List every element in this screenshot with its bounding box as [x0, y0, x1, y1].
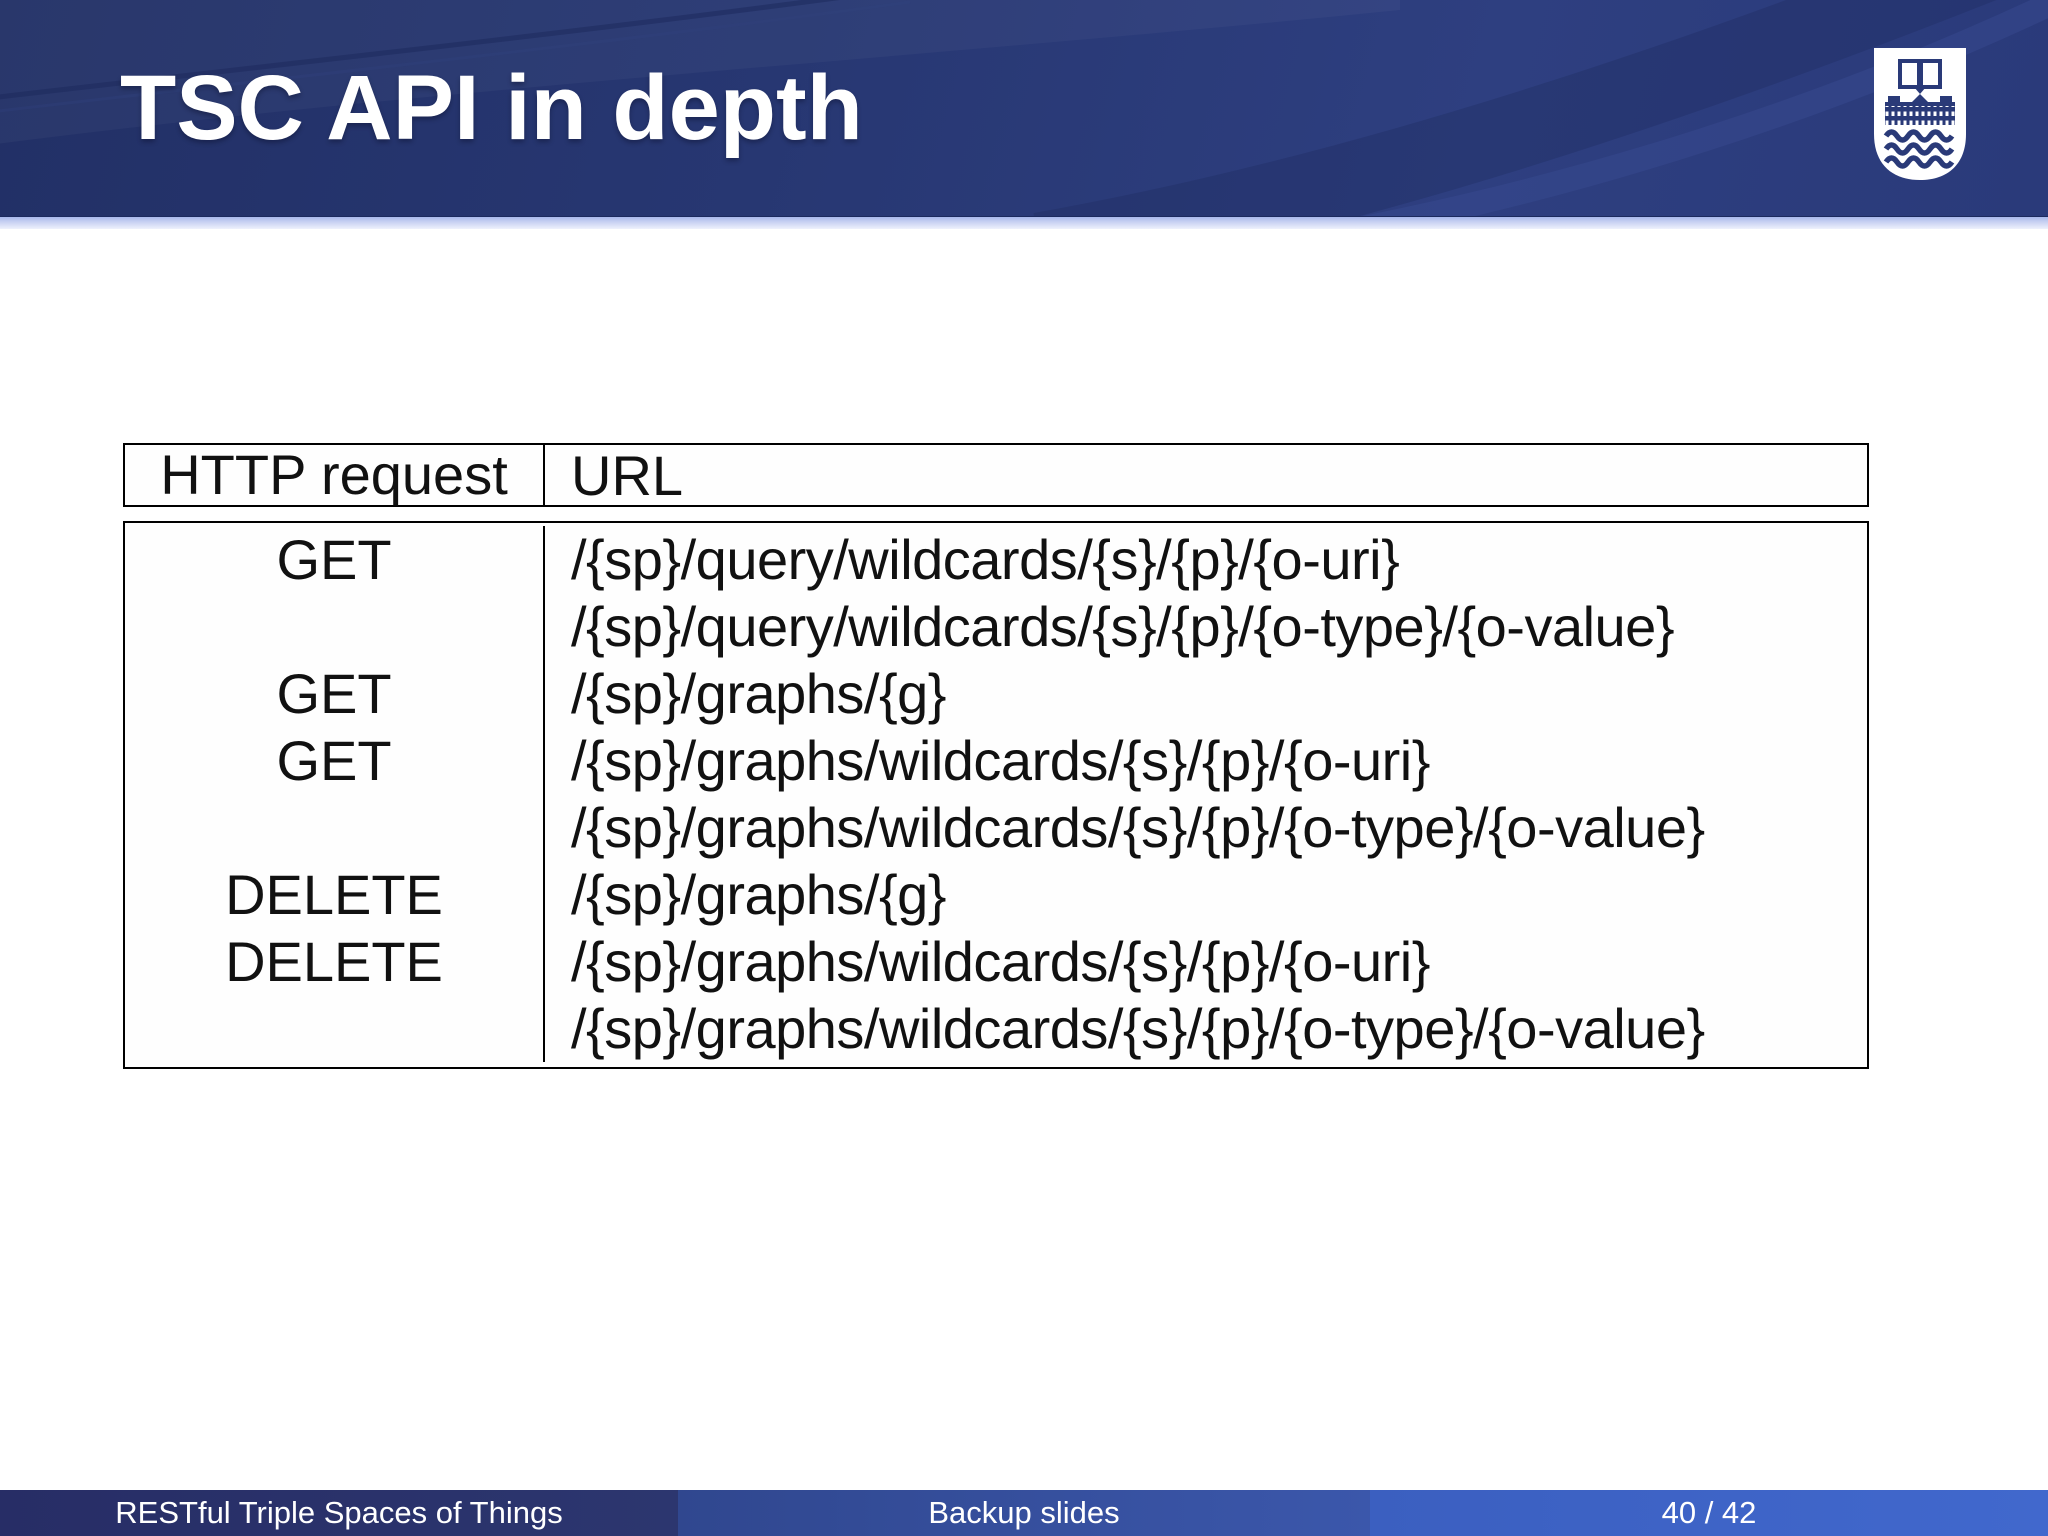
header-divider-strip	[0, 216, 2048, 229]
footer-section-name: Backup slides	[678, 1490, 1370, 1536]
url-cell: /{sp}/graphs/{g}	[545, 660, 1867, 727]
method-cell: GET	[125, 727, 545, 861]
building-icon	[1885, 94, 1955, 125]
method-cell: GET	[125, 660, 545, 727]
header-wave-decoration	[0, 0, 2048, 216]
footline: RESTful Triple Spaces of Things Backup s…	[0, 1490, 2048, 1536]
url-line: /{sp}/query/wildcards/{s}/{p}/{o-uri}	[571, 528, 1400, 591]
url-line: /{sp}/query/wildcards/{s}/{p}/{o-type}/{…	[571, 595, 1675, 658]
header-cell-http-request: HTTP request	[125, 445, 545, 505]
waves-icon	[1883, 129, 1955, 169]
api-table: HTTP request URL GET /{sp}/query/wildcar…	[123, 443, 1869, 1069]
method-cell: DELETE	[125, 928, 545, 1062]
url-line: /{sp}/graphs/{g}	[571, 863, 947, 926]
page-title: TSC API in depth	[120, 57, 863, 159]
url-cell: /{sp}/query/wildcards/{s}/{p}/{o-uri} /{…	[545, 526, 1867, 660]
open-book-icon	[1898, 59, 1942, 94]
header-cell-url: URL	[571, 443, 684, 507]
url-line: /{sp}/graphs/wildcards/{s}/{p}/{o-uri}	[571, 729, 1430, 792]
table-row: GET /{sp}/graphs/wildcards/{s}/{p}/{o-ur…	[125, 727, 1867, 861]
university-crest-logo	[1874, 48, 1966, 180]
url-line: /{sp}/graphs/wildcards/{s}/{p}/{o-type}/…	[571, 796, 1705, 859]
footer-presentation-title: RESTful Triple Spaces of Things	[0, 1490, 678, 1536]
url-line: /{sp}/graphs/wildcards/{s}/{p}/{o-type}/…	[571, 997, 1705, 1060]
url-line: /{sp}/graphs/wildcards/{s}/{p}/{o-uri}	[571, 930, 1430, 993]
table-row: DELETE /{sp}/graphs/wildcards/{s}/{p}/{o…	[125, 928, 1867, 1062]
footer-page-number: 40 / 42	[1370, 1490, 2048, 1536]
url-cell: /{sp}/graphs/{g}	[545, 861, 1867, 928]
table-body: GET /{sp}/query/wildcards/{s}/{p}/{o-uri…	[123, 521, 1869, 1069]
url-cell: /{sp}/graphs/wildcards/{s}/{p}/{o-uri} /…	[545, 928, 1867, 1062]
url-line: /{sp}/graphs/{g}	[571, 662, 947, 725]
table-header-row: HTTP request URL	[123, 443, 1869, 507]
slide-header: TSC API in depth	[0, 0, 2048, 216]
table-row: DELETE /{sp}/graphs/{g}	[125, 861, 1867, 928]
method-cell: GET	[125, 526, 545, 660]
table-row: GET /{sp}/graphs/{g}	[125, 660, 1867, 727]
url-cell: /{sp}/graphs/wildcards/{s}/{p}/{o-uri} /…	[545, 727, 1867, 861]
table-row: GET /{sp}/query/wildcards/{s}/{p}/{o-uri…	[125, 526, 1867, 660]
method-cell: DELETE	[125, 861, 545, 928]
